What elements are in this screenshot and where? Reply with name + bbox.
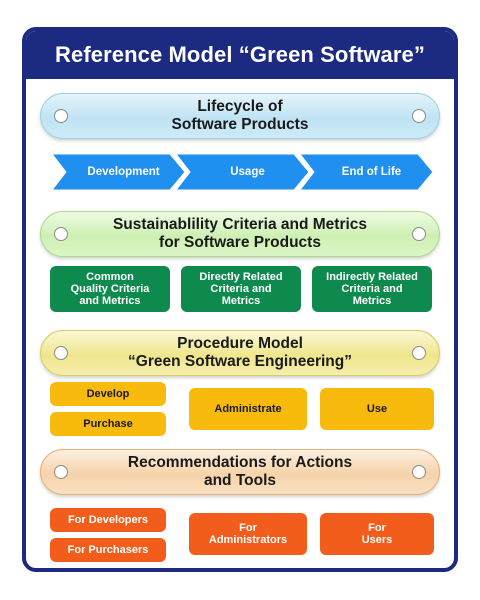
for-purchasers-box: For Purchasers — [50, 538, 166, 562]
administrate-box: Administrate — [189, 388, 307, 430]
step-development-arrow: Development — [52, 154, 185, 190]
criteria-title: Sustainablility Criteria and Metrics for… — [112, 216, 368, 251]
banner-hole-icon — [54, 465, 68, 479]
for-users-box: For Users — [320, 513, 434, 555]
procedure-banner: Procedure Model “Green Software Engineer… — [40, 330, 440, 376]
banner-hole-icon — [412, 465, 426, 479]
lifecycle-title: Lifecycle of Software Products — [171, 98, 309, 133]
banner-hole-icon — [54, 109, 68, 123]
procedure-title: Procedure Model “Green Software Engineer… — [128, 335, 352, 370]
criteria-banner: Sustainablility Criteria and Metrics for… — [40, 211, 440, 257]
reference-model-frame: Reference Model “Green Software” Lifecyc… — [22, 27, 458, 572]
diagram-title: Reference Model “Green Software” — [26, 31, 454, 79]
step-end-of-life-label: End of Life — [341, 166, 402, 178]
recommendations-title: Recommendations for Actions and Tools — [127, 454, 353, 489]
common-quality-criteria-box: Common Quality Criteria and Metrics — [50, 266, 170, 312]
develop-box: Develop — [50, 382, 166, 406]
banner-hole-icon — [412, 109, 426, 123]
lifecycle-banner: Lifecycle of Software Products — [40, 93, 440, 139]
banner-hole-icon — [54, 346, 68, 360]
step-usage-arrow: Usage — [176, 154, 309, 190]
for-developers-box: For Developers — [50, 508, 166, 532]
purchase-box: Purchase — [50, 412, 166, 436]
step-usage-label: Usage — [230, 166, 265, 178]
step-development-label: Development — [87, 166, 160, 178]
banner-hole-icon — [412, 346, 426, 360]
banner-hole-icon — [412, 227, 426, 241]
for-administrators-box: For Administrators — [189, 513, 307, 555]
indirectly-related-criteria-box: Indirectly Related Criteria and Metrics — [312, 266, 432, 312]
directly-related-criteria-box: Directly Related Criteria and Metrics — [181, 266, 301, 312]
use-box: Use — [320, 388, 434, 430]
banner-hole-icon — [54, 227, 68, 241]
lifecycle-steps: Development Usage End of Life — [52, 154, 433, 190]
step-end-of-life-arrow: End of Life — [300, 154, 433, 190]
recommendations-banner: Recommendations for Actions and Tools — [40, 449, 440, 495]
